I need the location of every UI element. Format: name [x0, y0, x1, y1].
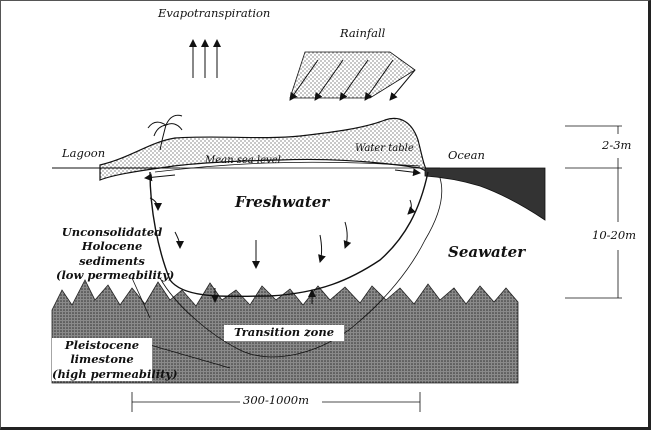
seawater-label: Seawater: [448, 243, 526, 261]
freshwater-lens-boundary: [149, 171, 429, 298]
island-sediments: [99, 117, 429, 181]
pleistocene-limestone-label: Pleistocene limestone (high permeability…: [52, 338, 178, 382]
holocene-leader: [131, 277, 151, 319]
water-table-label: Water table: [355, 143, 414, 154]
lens-depth-dimension-label: 10-20m: [592, 228, 637, 242]
vertical-dimension: [565, 125, 622, 299]
mean-sea-level-label: Mean sea level: [205, 155, 281, 166]
transition-zone-label: Transition zone: [224, 325, 345, 341]
flow-arrow: [394, 168, 421, 177]
pleistocene-line-3: (high permeability): [52, 366, 178, 381]
island-width-dimension-label: 300-1000m: [243, 393, 310, 407]
transition-zone-outer: [159, 177, 443, 358]
ocean-label: Ocean: [448, 148, 485, 162]
flow-arrow: [174, 231, 184, 249]
pleistocene-line-1: Pleistocene: [64, 338, 140, 352]
holocene-line-4: (low permeability): [56, 268, 175, 283]
holocene-line-3: sediments: [79, 253, 145, 268]
flow-arrow: [343, 221, 352, 249]
holocene-sediments-label: Unconsolidated Holocene sediments (low p…: [56, 225, 175, 283]
evapotranspiration-arrows: [189, 39, 221, 78]
rainfall-arrows: [289, 59, 416, 101]
island-height-dimension-label: 2-3m: [602, 138, 632, 152]
freshwater-label: Freshwater: [235, 193, 330, 211]
horizontal-dimension: [131, 392, 421, 412]
holocene-line-1: Unconsolidated: [61, 225, 163, 239]
pleistocene-line-2: limestone: [70, 352, 134, 367]
rainfall-label: Rainfall: [340, 26, 386, 40]
palm-tree-icon: [147, 114, 183, 151]
water-table-line: [154, 161, 421, 173]
lagoon-label: Lagoon: [62, 146, 106, 160]
holocene-line-2: Holocene: [81, 239, 143, 254]
rainfall-band: [289, 51, 416, 99]
evapotranspiration-label: Evapotranspiration: [158, 6, 271, 20]
ocean-shelf: [424, 167, 546, 221]
pleistocene-leader: [149, 344, 231, 369]
flow-arrow: [318, 234, 326, 263]
flow-arrow: [144, 173, 176, 182]
flow-arrow: [149, 197, 162, 211]
flow-arrow: [407, 199, 416, 215]
